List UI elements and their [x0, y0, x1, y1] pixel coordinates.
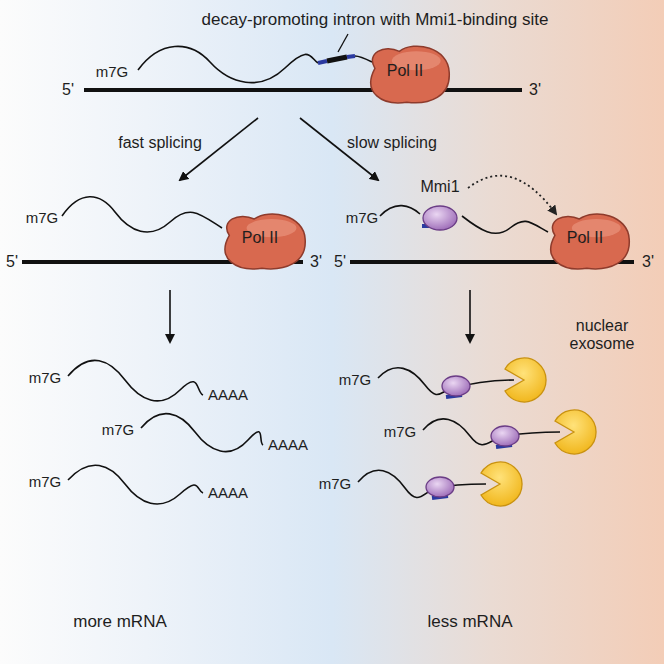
polya-label: AAAA: [208, 484, 248, 501]
step-label: fast splicing: [118, 134, 202, 152]
dna-strand: [84, 88, 522, 92]
polymerase-node: Pol II: [358, 40, 452, 106]
step-label: slow splicing: [347, 134, 437, 152]
dotted-arrow: [468, 176, 556, 214]
mrna: [68, 360, 203, 401]
polymerase-node: Pol II: [538, 208, 632, 272]
protein-label: Mmi1: [420, 178, 459, 196]
cap-label: m7G: [26, 209, 59, 226]
arrow: [469, 290, 471, 342]
exosome: [481, 358, 596, 506]
mrna: [358, 470, 486, 497]
outcome-label: less mRNA: [427, 612, 512, 632]
polya-label: AAAA: [268, 436, 308, 453]
splice-site: [347, 56, 355, 57]
annotation: decay-promoting intron with Mmi1-binding…: [202, 10, 549, 30]
polya-label: AAAA: [208, 386, 248, 403]
polymerase-node: Pol II: [212, 208, 308, 272]
mrna: [462, 216, 548, 233]
arrow: [169, 290, 171, 342]
end-label: 3': [529, 81, 541, 99]
outcome-label: more mRNA: [73, 612, 167, 632]
cap-label: m7G: [346, 209, 379, 226]
mrna: [141, 414, 263, 452]
end-label: 5': [62, 81, 74, 99]
cap-label: m7G: [384, 423, 417, 440]
mrna: [68, 465, 203, 504]
end-label: 3': [642, 253, 654, 271]
end-label: 3': [310, 253, 322, 271]
leader-line: [338, 34, 348, 52]
splice-site: [318, 61, 327, 63]
pre-mrna: [355, 56, 372, 62]
polymerase-label: Pol II: [387, 62, 423, 80]
cap-label: m7G: [319, 475, 352, 492]
pre-mrna: [138, 46, 318, 82]
annotation: nuclear exosome: [562, 317, 642, 354]
end-label: 5': [334, 253, 346, 271]
protein-node: Mmi1: [414, 178, 466, 234]
end-label: 5': [6, 253, 18, 271]
mrna: [380, 206, 420, 216]
mrna: [62, 197, 222, 232]
polymerase-label: Pol II: [567, 229, 603, 247]
cap-label: m7G: [29, 369, 62, 386]
cap-label: m7G: [102, 421, 135, 438]
cap-label: m7G: [339, 371, 372, 388]
cap-label: m7G: [29, 473, 62, 490]
polymerase-label: Pol II: [242, 229, 278, 247]
cap-label: m7G: [96, 63, 129, 80]
mmi1-binding-site: [327, 57, 347, 61]
